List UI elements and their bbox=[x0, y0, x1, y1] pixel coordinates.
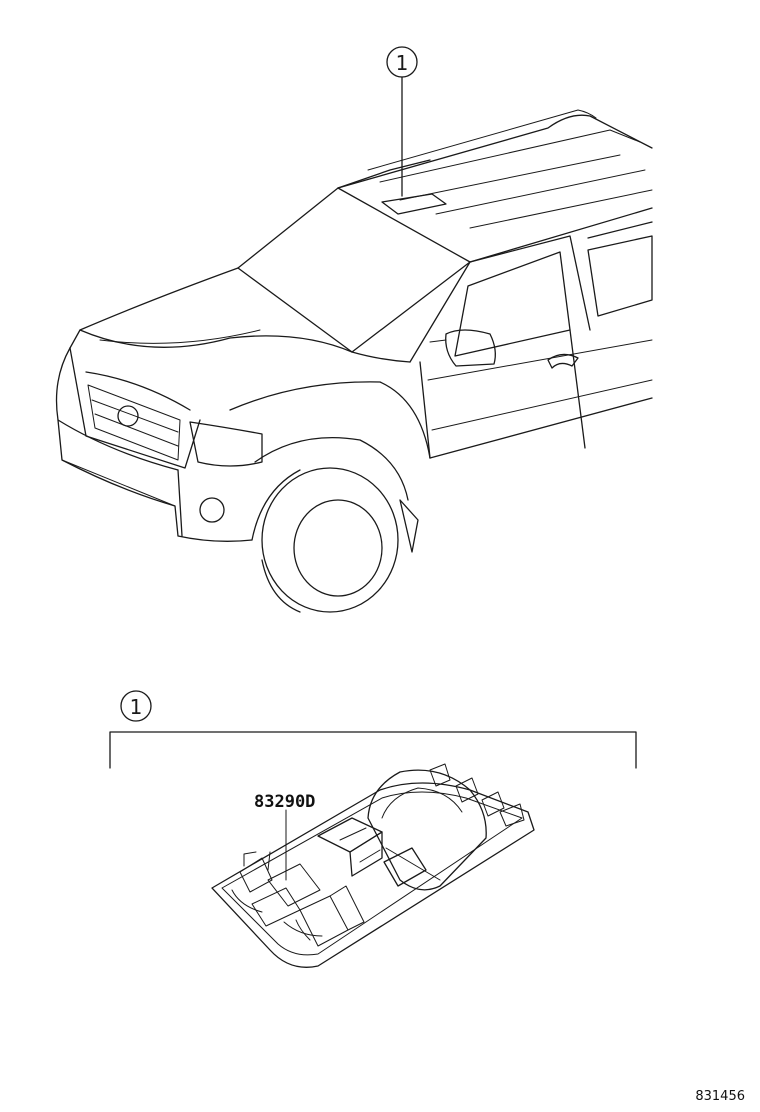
top-callout: 1 bbox=[386, 46, 418, 197]
truck-illustration bbox=[55, 109, 653, 613]
detail-callout-circle bbox=[120, 690, 152, 722]
part-label-group: 83290D bbox=[254, 792, 315, 881]
detail-callout-number: 1 bbox=[130, 695, 143, 719]
dome-lamp-assembly bbox=[211, 763, 535, 968]
detail-bracket bbox=[109, 731, 637, 769]
detail-callout: 1 bbox=[120, 690, 152, 722]
diagram-id: 831456 bbox=[695, 1089, 745, 1104]
top-callout-number: 1 bbox=[396, 51, 409, 75]
part-number-label: 83290D bbox=[254, 792, 315, 812]
